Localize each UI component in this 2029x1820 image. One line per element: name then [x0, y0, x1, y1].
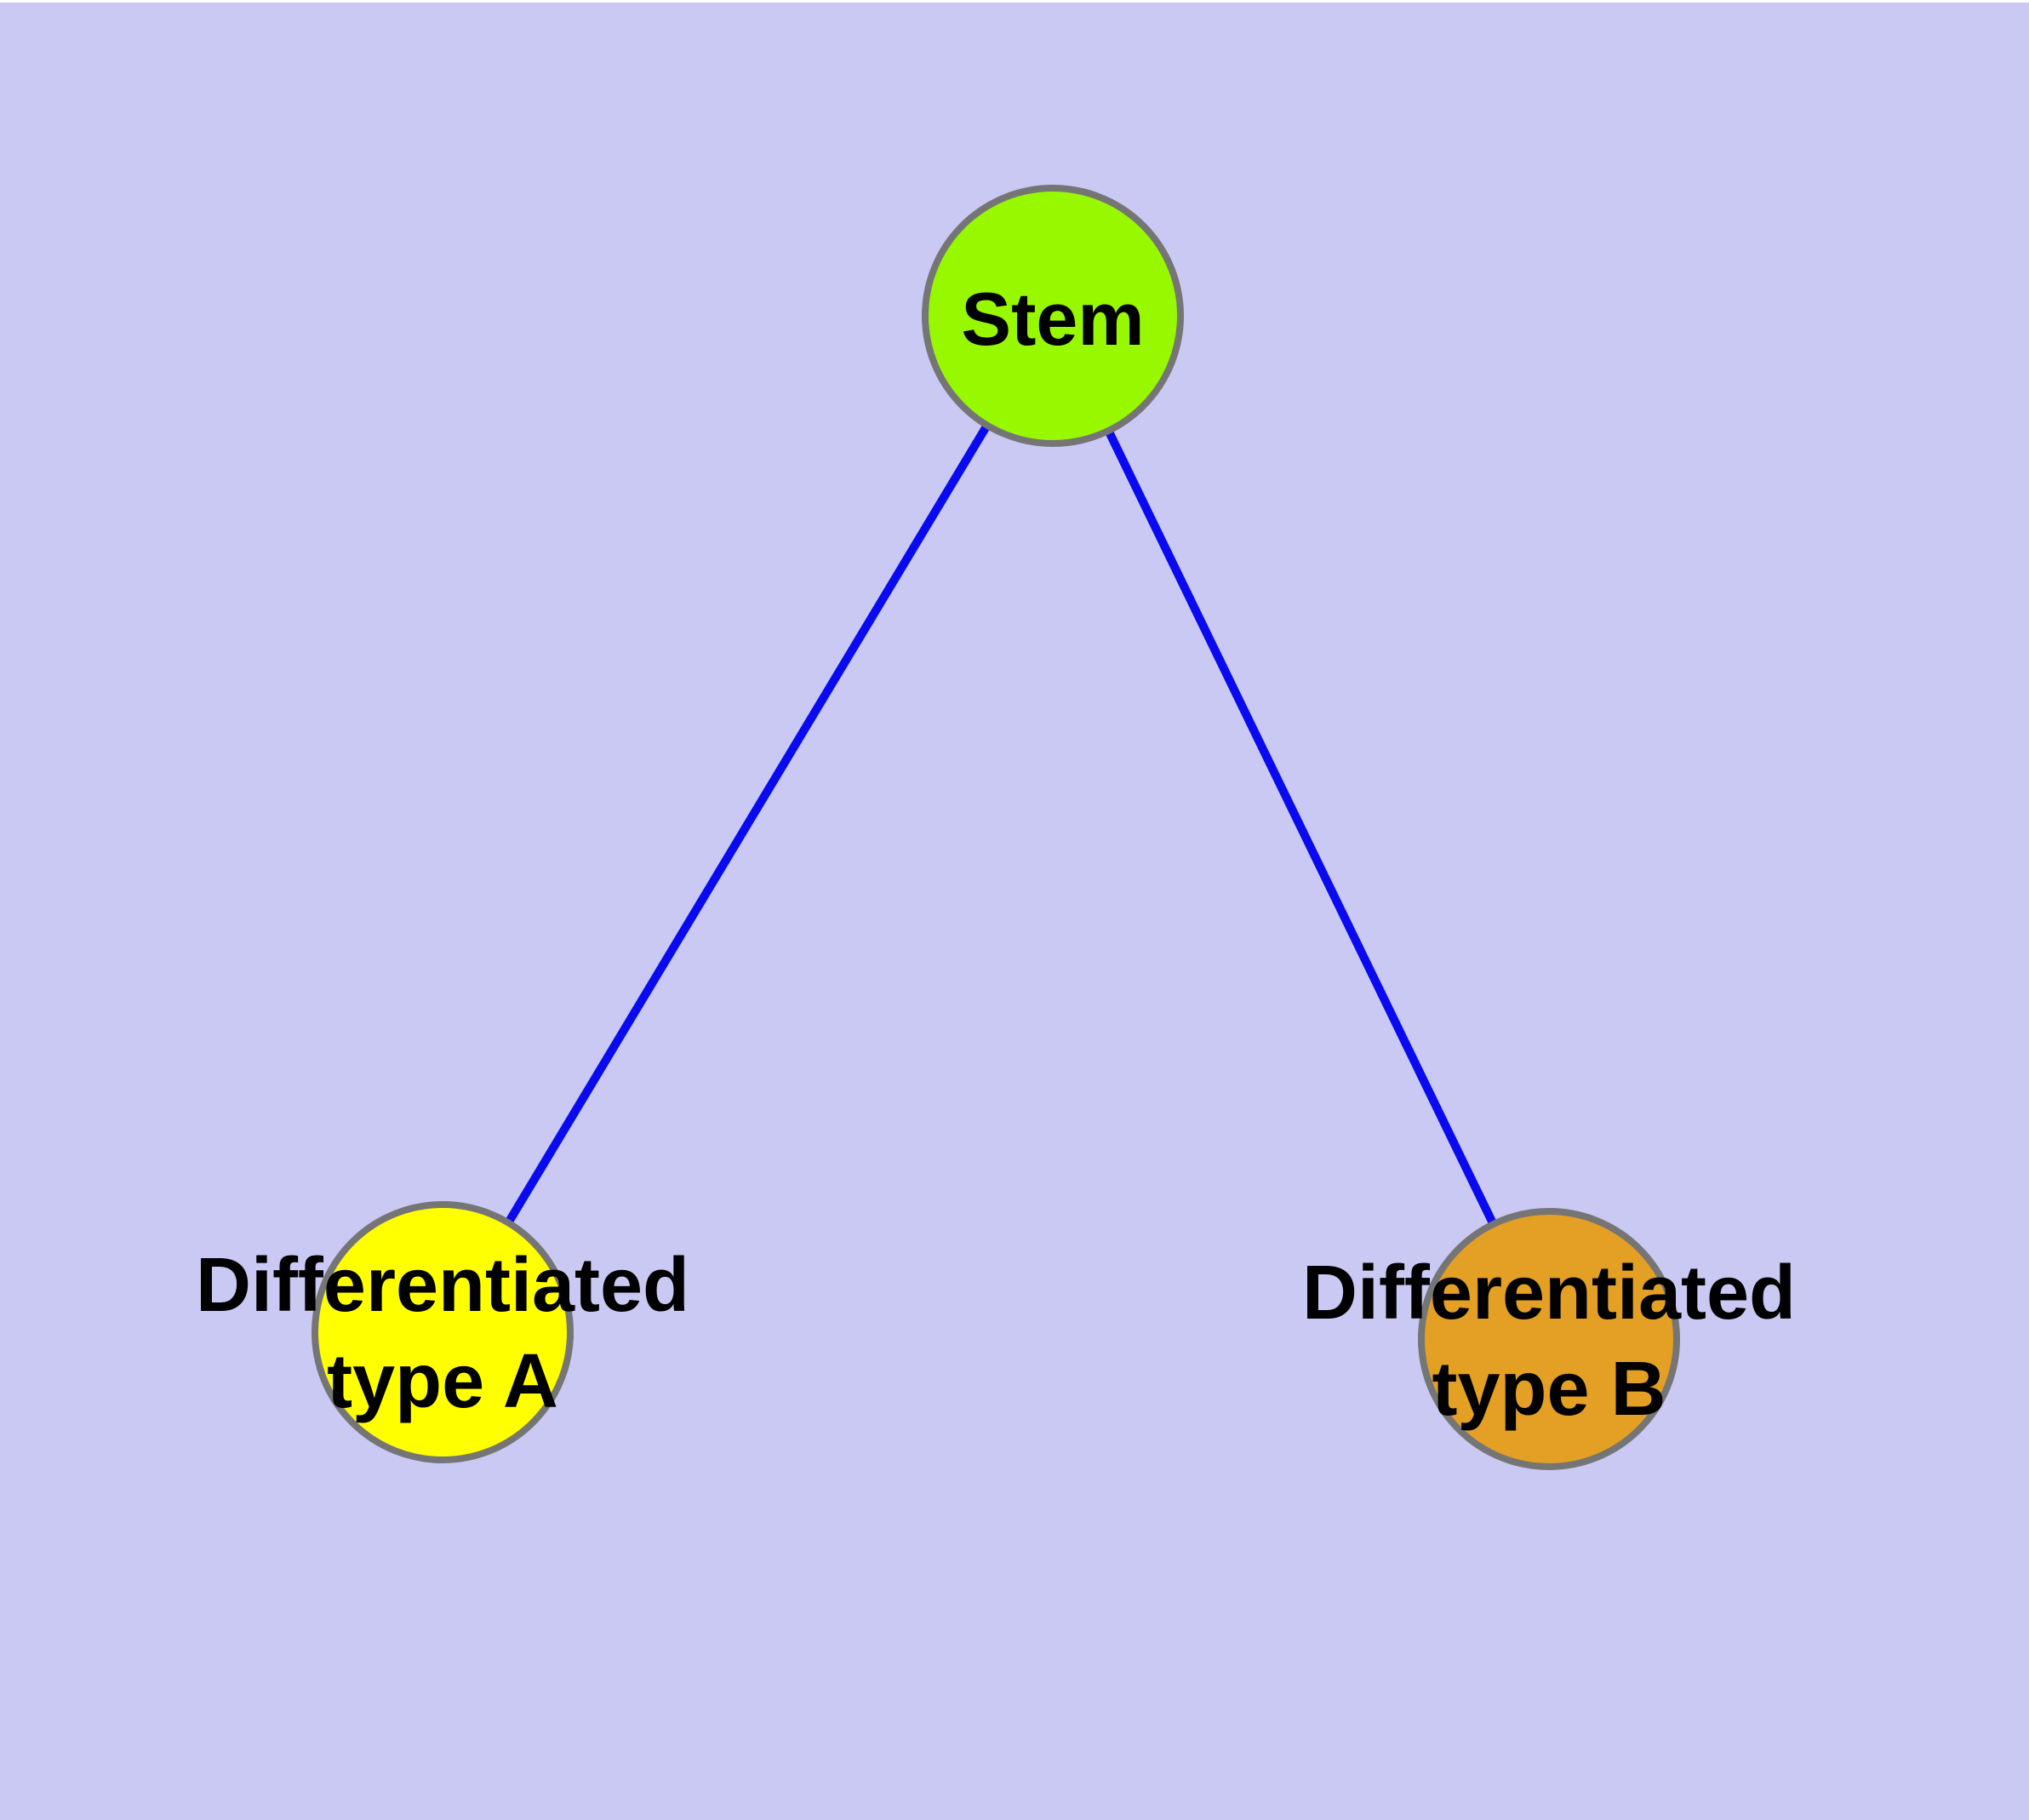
node-type-b-label-line1: Differentiated	[1302, 1251, 1796, 1336]
node-type-a-label-line2: type A	[327, 1339, 558, 1424]
node-type-a-circle	[311, 1201, 574, 1463]
edge-stem-to-type-a	[438, 313, 1057, 1335]
node-type-b-label-line2: type B	[1432, 1347, 1666, 1432]
node-type-b-circle	[1418, 1208, 1680, 1470]
node-stem-label: Stem	[961, 277, 1144, 361]
node-stem-circle	[922, 185, 1184, 447]
node-type-a-label-line1: Differentiated	[196, 1243, 689, 1328]
edge-stem-to-type-b	[1049, 313, 1553, 1342]
